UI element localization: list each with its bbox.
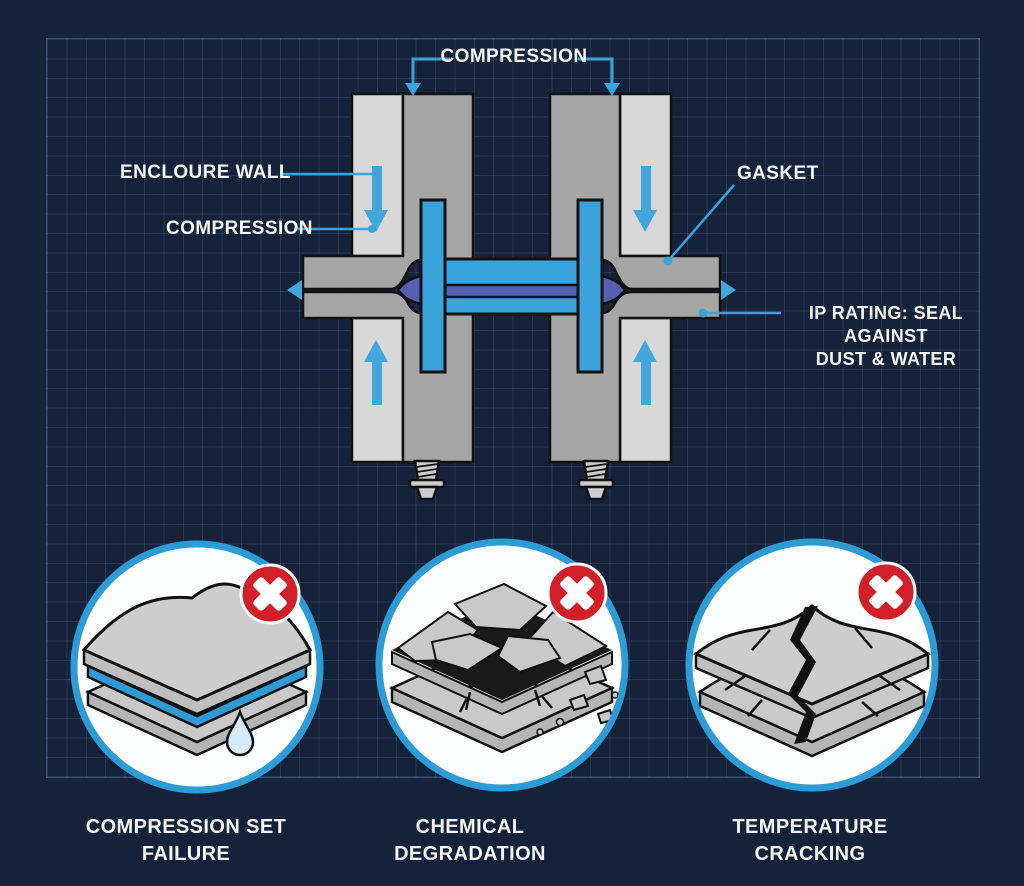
caption-line: FAILURE (141, 843, 231, 865)
gasket-rib-left (419, 198, 447, 374)
leader-dot (663, 256, 673, 266)
label-compression-left: COMPRESSION (166, 218, 313, 239)
label-ip-rating-line1: IP RATING: SEAL AGAINST (808, 303, 964, 346)
compression-arrow-down-left-icon (364, 166, 388, 232)
screw-icon-right (577, 459, 615, 501)
chemical-degradation-illustration (388, 582, 619, 754)
failure-circle-chemical-degradation (375, 538, 629, 792)
callout-arrow-icon (604, 83, 620, 96)
compression-arrow-down-right-icon (633, 166, 657, 232)
label-ip-rating-line2: DUST & WATER (815, 349, 957, 369)
water-droplet-icon (225, 708, 255, 757)
seal-arrow-right-icon (721, 280, 736, 300)
compression-arrow-up-left-icon (364, 340, 388, 405)
label-ip-rating: IP RATING: SEAL AGAINST DUST & WATER (771, 302, 1001, 371)
gasket-rib-right (576, 198, 604, 374)
label-compression-top: COMPRESSION (440, 46, 588, 67)
leader-dot (698, 308, 708, 318)
crack (788, 606, 818, 744)
callout-lines (281, 57, 781, 318)
x-circle-icon (546, 562, 608, 624)
enclosure-cross-section (281, 57, 781, 501)
compression-arrows (287, 166, 736, 405)
caption-line: COMPRESSION SET (85, 816, 287, 838)
x-circle-icon (239, 563, 301, 625)
gasket-core-pinch-right (600, 274, 627, 306)
label-enclosure-wall: ENCLOURE WALL (120, 162, 291, 183)
gasket-cross-section (396, 198, 627, 374)
seal-arrow-left-icon (287, 280, 302, 300)
gasket-core-pinch-left (396, 274, 423, 306)
failure-circle-temperature-cracking (685, 538, 939, 792)
caption-compression-set-failure: COMPRESSION SET FAILURE (61, 814, 311, 868)
leader-dot (368, 225, 376, 233)
gasket-core (441, 283, 582, 299)
label-gasket: GASKET (737, 163, 819, 184)
compression-arrow-up-right-icon (633, 340, 657, 405)
caption-temperature-cracking: TEMPERATURE CRACKING (732, 816, 888, 865)
failure-circle-compression-set (70, 540, 324, 794)
temperature-cracking-illustration (693, 603, 931, 758)
screw-icon-left (408, 459, 446, 501)
x-circle-icon (855, 561, 917, 623)
callout-arrow-icon (405, 83, 421, 96)
caption-chemical-degradation: CHEMICAL DEGRADATION (394, 816, 546, 865)
